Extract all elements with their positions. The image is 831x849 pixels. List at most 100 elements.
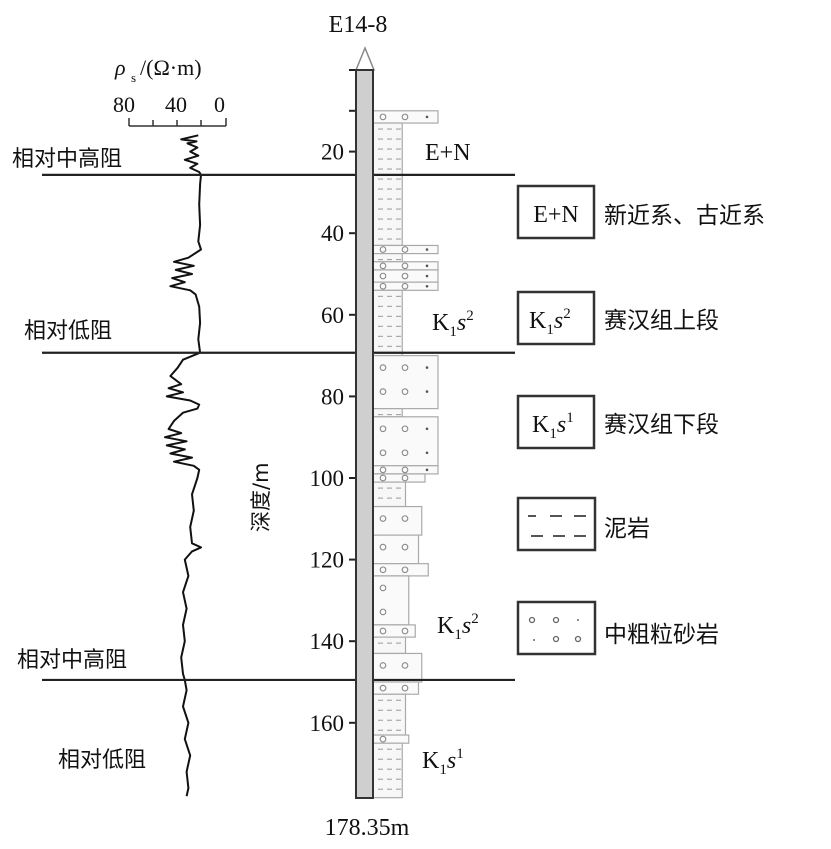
lithology-bed-mudstone: [372, 693, 407, 736]
bed-outline: [372, 289, 403, 357]
depth-tick-label: 120: [310, 548, 345, 573]
depth-tick-label: 100: [310, 466, 345, 491]
formation-label-k1s2-lower: K1s2: [437, 611, 479, 643]
well-head-arrow-icon: [354, 46, 376, 71]
bed-outline: [372, 481, 407, 508]
sand-grain: [379, 425, 387, 433]
bed-outline: [372, 473, 426, 483]
formation-main: K: [437, 613, 455, 639]
sand-dot: [425, 115, 429, 119]
legend-label: 泥岩: [604, 516, 650, 542]
formation-ital: s: [447, 748, 456, 774]
zone-label-low: 相对低阻: [24, 319, 112, 344]
sand-grain: [379, 272, 387, 280]
sand-dot: [425, 264, 429, 268]
formation-label-k1s1: K1s1: [422, 746, 464, 778]
lithology-bed-mudstone: [372, 289, 403, 357]
sand-grain: [401, 262, 409, 270]
total-depth-label: 178.35m: [325, 815, 410, 841]
svg-text:K1s2: K1s2: [432, 308, 474, 340]
depth-tick-label: 160: [310, 711, 345, 736]
sand-grain: [401, 543, 409, 551]
bed-outline: [372, 505, 423, 536]
resistivity-scale-bar: [128, 118, 227, 127]
bed-outline: [372, 693, 407, 736]
bed-outline: [372, 253, 403, 263]
sand-dot: [425, 274, 429, 278]
resistivity-tick-label: 40: [165, 92, 187, 117]
depth-axis-label: 深度/m: [249, 462, 273, 532]
svg-text:K1s1: K1s1: [422, 746, 464, 778]
lithology-bed-sandstone: [372, 575, 410, 626]
lithology-bed-sandstone: [372, 281, 439, 291]
legend: E+N 新近系、古近系 K1s2 赛汉组上段 K1s1 赛汉组下段 泥岩: [516, 184, 765, 656]
lithology-bed-mudstone: [372, 253, 403, 263]
lithology-bed-sandstone: [372, 110, 439, 124]
well-casing-bar: [355, 69, 374, 799]
sand-dot: [425, 248, 429, 251]
bed-outline: [372, 408, 403, 418]
sand-grain: [379, 388, 387, 395]
lithology-bed-sandstone: [372, 465, 439, 475]
mudstone-pattern-icon: [516, 496, 597, 552]
formation-ital: s: [457, 310, 466, 336]
bed-outline: [372, 575, 410, 626]
depth-tick-label: 60: [321, 303, 344, 328]
sand-grain: [379, 246, 387, 253]
sand-grain: [401, 113, 409, 121]
bed-outline: [372, 122, 403, 247]
sand-grain: [401, 474, 409, 482]
sand-grain: [401, 466, 409, 474]
sand-grain: [379, 684, 387, 692]
legend-label: 赛汉组上段: [604, 308, 719, 334]
lithology-bed-sandstone: [372, 652, 423, 683]
lithology-bed-sandstone: [372, 355, 439, 410]
sand-grain: [401, 246, 409, 253]
lithology-bed-sandstone: [372, 734, 410, 744]
sand-grain: [401, 449, 409, 457]
depth-tick-label: 140: [310, 629, 345, 654]
legend-symbol: K1s2: [529, 306, 571, 338]
lithology-bed-sandstone: [372, 534, 420, 565]
sand-dot: [425, 451, 429, 455]
formation-label-k1s2-upper: K1s2: [432, 308, 474, 340]
bed-outline: [372, 534, 420, 565]
bed-outline: [372, 734, 410, 744]
legend-item-k1s2: K1s2 赛汉组上段: [516, 290, 719, 346]
bed-outline: [372, 636, 407, 655]
sand-grain: [379, 515, 387, 522]
lithology-bed-sandstone: [372, 473, 426, 483]
legend-label: 中粗粒砂岩: [604, 622, 719, 648]
legend-swatch: [516, 394, 596, 450]
lithology-bed-mudstone: [372, 481, 407, 508]
resistivity-subscript: s: [131, 70, 136, 85]
sand-grain: [401, 662, 409, 669]
resistivity-curve: [164, 134, 202, 797]
formation-sup: 2: [471, 611, 479, 627]
sand-grain: [379, 466, 387, 474]
sand-grain: [401, 684, 409, 692]
lithology-bed-sandstone: [372, 505, 423, 536]
lithology-bed-mudstone: [372, 122, 403, 247]
sand-dot: [425, 427, 429, 431]
formation-sub: 1: [449, 324, 457, 340]
sand-grain: [379, 608, 387, 616]
legend-symbol: E+N: [533, 202, 579, 228]
zone-label-high: 相对中高阻: [17, 648, 127, 673]
svg-text:K1s2: K1s2: [437, 611, 479, 643]
depth-tick-label: 40: [321, 221, 344, 246]
formation-sub: 1: [454, 627, 462, 643]
resistivity-unit: /(Ω·m): [140, 55, 202, 80]
legend-item-k1s1: K1s1 赛汉组下段: [516, 394, 719, 450]
lithology-bed-sandstone: [372, 624, 416, 638]
sand-grain: [379, 262, 387, 270]
lithology-bed-mudstone: [372, 636, 407, 655]
lithology-column: [372, 110, 439, 799]
sand-grain: [379, 113, 387, 121]
well-name: E14-8: [329, 12, 388, 38]
formation-main: K: [422, 748, 440, 774]
sand-grain: [379, 474, 387, 482]
bed-outline: [372, 355, 439, 410]
lithology-bed-mudstone: [372, 742, 403, 799]
